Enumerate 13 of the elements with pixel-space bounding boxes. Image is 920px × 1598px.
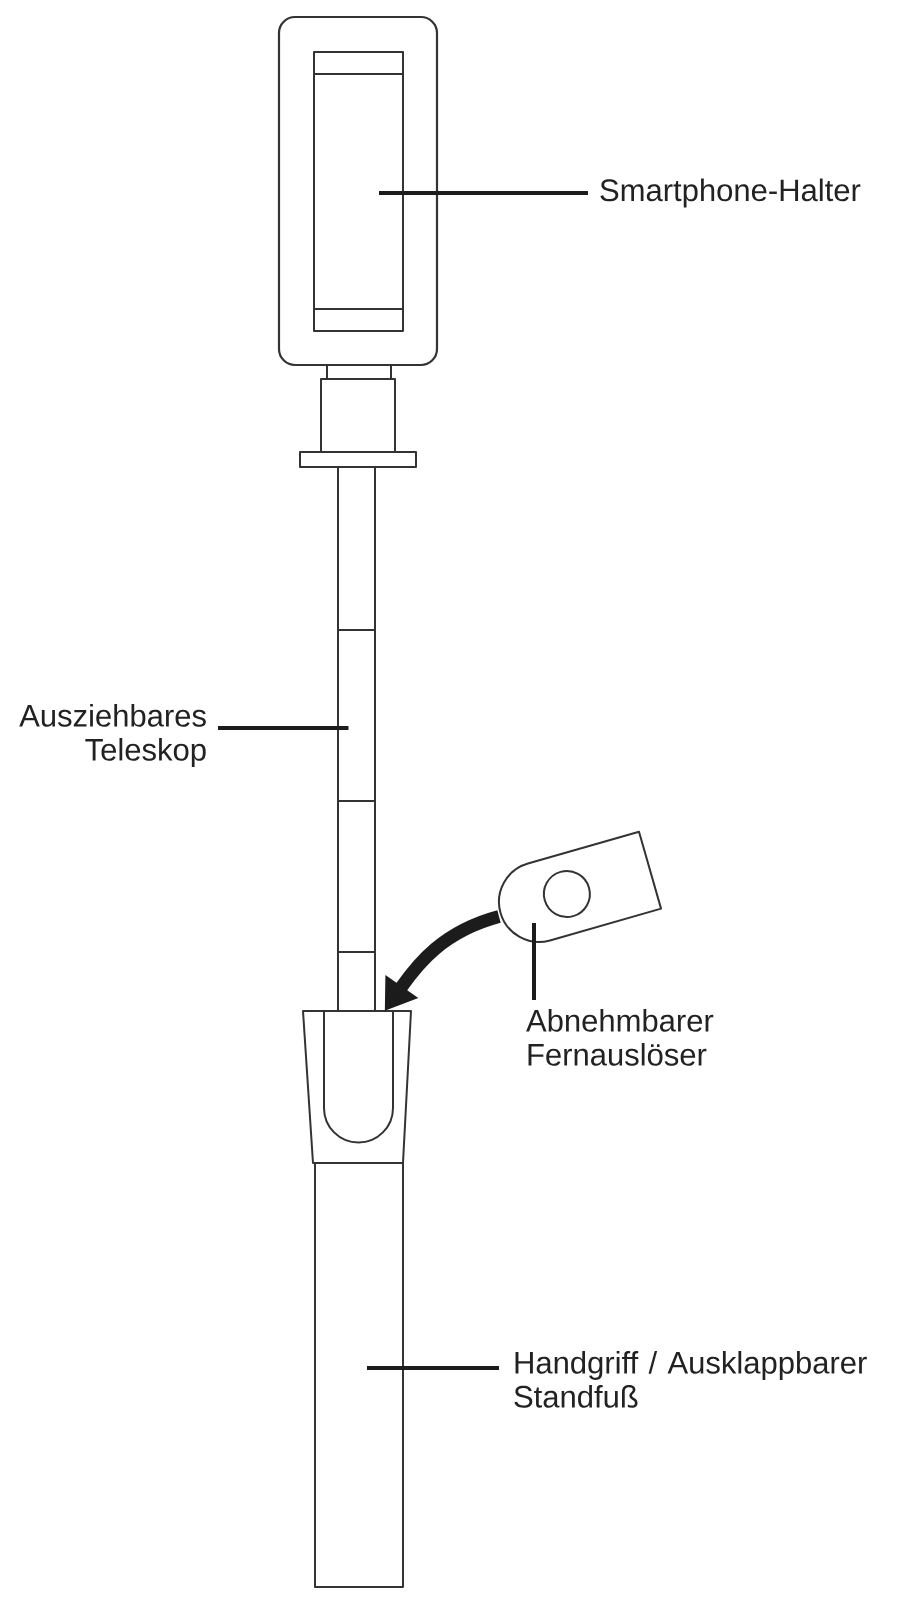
remote-control xyxy=(498,830,663,943)
handle-grip xyxy=(314,1162,404,1588)
leader-line xyxy=(218,726,349,730)
part-label: Ausziehbares Teleskop xyxy=(19,704,206,767)
part-label: Smartphone-Halter xyxy=(600,178,861,208)
telescopic-pole xyxy=(337,466,376,1012)
leader-line xyxy=(532,923,536,1000)
leader-line xyxy=(367,1366,499,1370)
part-label: Abnehmbarer Fernauslöser xyxy=(526,1009,714,1066)
phone-holder xyxy=(277,15,439,367)
handle-cap xyxy=(302,1010,412,1164)
leader-line xyxy=(379,191,588,195)
part-label: Handgriff / Ausklappbarer Standfuß xyxy=(514,1351,867,1408)
